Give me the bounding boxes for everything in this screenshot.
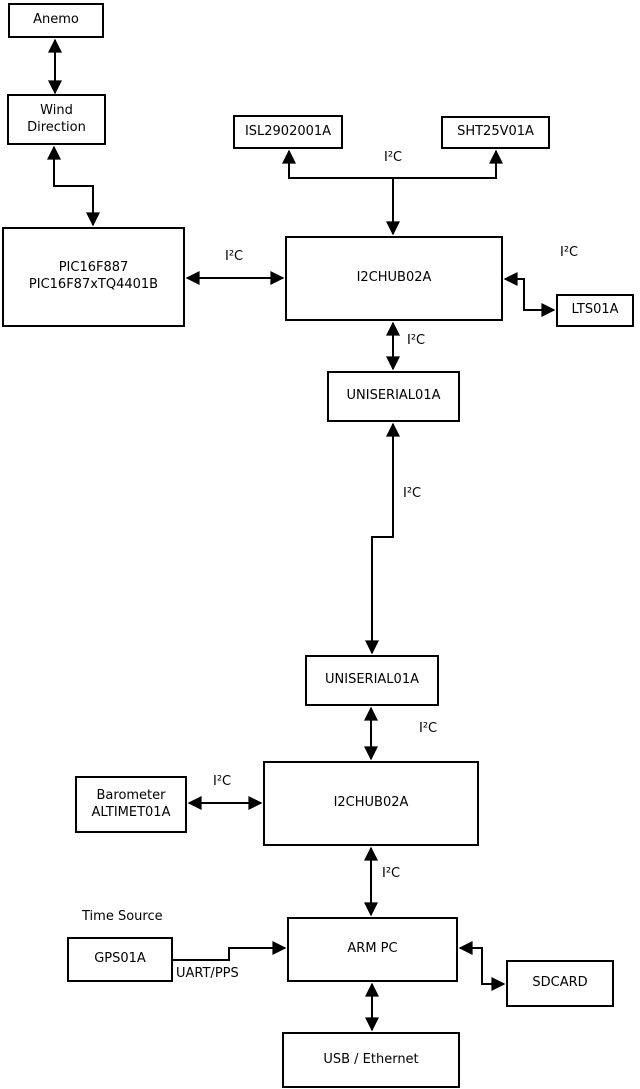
node-anemo-label: Anemo (33, 12, 79, 28)
node-gps01a: GPS01A (67, 937, 173, 982)
node-isl2902001a-label: ISL2902001A (244, 123, 332, 139)
edge-uniserial1-uniserial2 (365, 422, 400, 655)
node-i2chub02a-1-label: I2CHUB02A (356, 270, 432, 286)
edge-wind-pic (47, 145, 100, 227)
node-sht25v01a-label: SHT25V01A (457, 124, 534, 140)
node-pic16f887-line1: PIC16F887 (58, 260, 129, 276)
node-i2chub02a-2: I2CHUB02A (263, 761, 479, 846)
node-arm-pc-label: ARM PC (347, 941, 398, 957)
node-wind-direction: Wind Direction (7, 94, 106, 145)
node-anemo: Anemo (8, 3, 104, 38)
edge-armpc-sdcard (458, 941, 506, 991)
edge-gps-armpc (173, 941, 287, 961)
node-uniserial01a-1-label: UNISERIAL01A (346, 388, 441, 404)
edge-label-i2c-uniserial2-hub2: I²C (419, 721, 438, 736)
node-wind-direction-line1: Wind (40, 102, 73, 118)
node-i2chub02a-1: I2CHUB02A (285, 236, 503, 321)
node-wind-direction-line2: Direction (27, 119, 86, 135)
edge-label-i2c-sensor-bus: I²C (384, 150, 403, 165)
node-gps01a-label: GPS01A (94, 951, 146, 967)
edge-hub1-lts (503, 272, 556, 317)
node-pic16f887: PIC16F887 PIC16F87xTQ4401B (2, 227, 185, 327)
node-uniserial01a-2: UNISERIAL01A (305, 655, 439, 706)
node-sht25v01a: SHT25V01A (441, 116, 550, 149)
node-pic16f887-line2: PIC16F87xTQ4401B (28, 277, 159, 292)
node-usb-ethernet-label: USB / Ethernet (323, 1051, 419, 1067)
edge-label-i2c-pic-hub: I²C (225, 249, 244, 264)
edge-label-i2c-hub2-armpc: I²C (382, 866, 401, 881)
edge-label-i2c-uniserial-link: I²C (403, 486, 422, 501)
edge-label-i2c-hub1-uniserial1: I²C (407, 333, 426, 348)
node-usb-ethernet: USB / Ethernet (282, 1032, 460, 1088)
node-uniserial01a-1: UNISERIAL01A (327, 371, 460, 422)
node-barometer-line2: ALTIMET01A (91, 804, 171, 820)
node-isl2902001a: ISL2902001A (233, 115, 343, 149)
node-uniserial01a-2-label: UNISERIAL01A (325, 672, 419, 688)
node-barometer-altimet01a: Barometer ALTIMET01A (75, 776, 187, 833)
node-lts01a-label: LTS01A (571, 302, 619, 318)
node-i2chub02a-2-label: I2CHUB02A (333, 795, 409, 811)
edge-label-i2c-barometer-hub2: I²C (213, 774, 232, 789)
node-lts01a: LTS01A (556, 294, 634, 327)
node-sdcard: SDCARD (506, 960, 614, 1007)
edge-label-i2c-lts: I²C (560, 245, 579, 260)
edge-label-uart-pps: UART/PPS (176, 966, 239, 981)
label-time-source: Time Source (82, 909, 163, 924)
node-sdcard-label: SDCARD (532, 975, 588, 991)
node-barometer-line1: Barometer (96, 787, 166, 803)
node-arm-pc: ARM PC (287, 917, 458, 982)
